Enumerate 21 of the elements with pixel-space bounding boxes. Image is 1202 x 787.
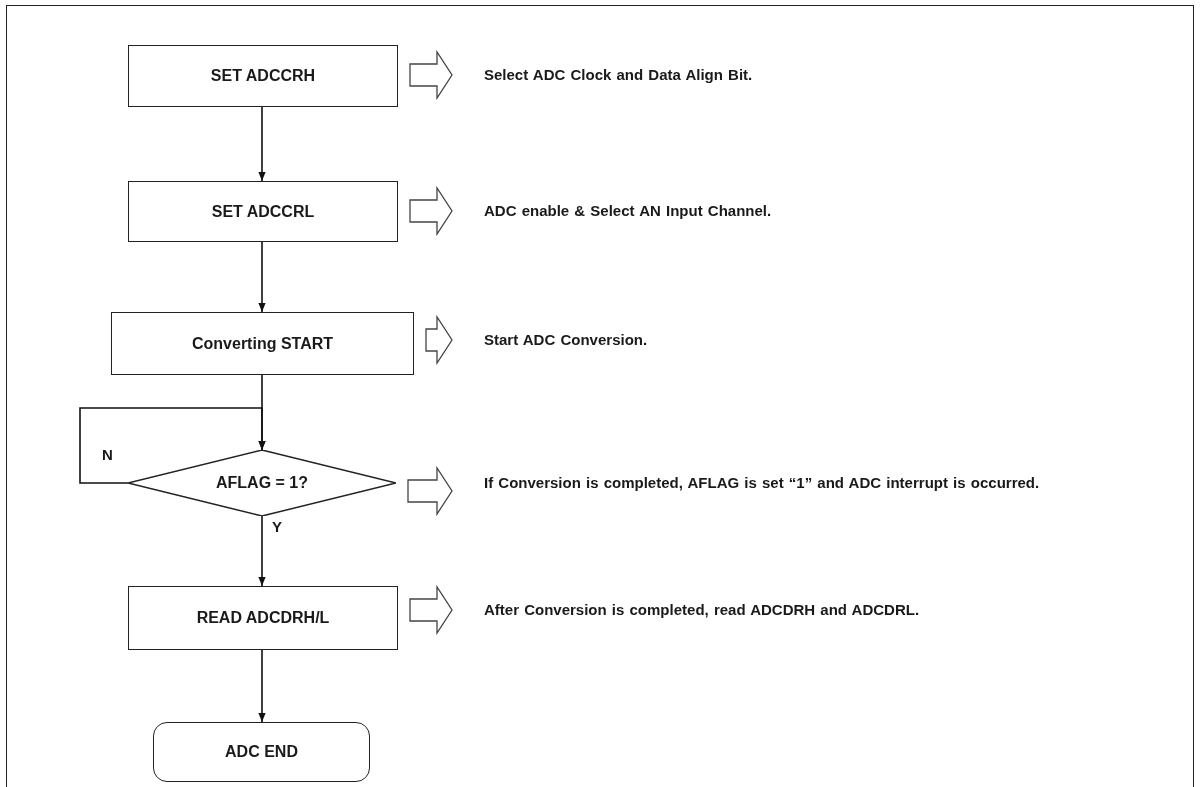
block-arrow — [409, 185, 453, 237]
block-arrow — [409, 49, 453, 101]
description-text: Start ADC Conversion. — [484, 325, 1124, 355]
process-box: READ ADCDRH/L — [128, 586, 398, 650]
process-box: SET ADCCRH — [128, 45, 398, 107]
block-arrow — [407, 465, 453, 517]
description-text: If Conversion is completed, AFLAG is set “1” and ADC interrupt is occurred. — [484, 455, 1074, 511]
arrow — [258, 515, 266, 587]
arrow — [258, 106, 266, 182]
description-text: After Conversion is completed, read ADCDRH and ADCDRL. — [484, 595, 1144, 625]
decision-diamond: AFLAG = 1? — [128, 450, 396, 516]
description-text: ADC enable & Select AN Input Channel. — [484, 196, 1124, 226]
description-text: Select ADC Clock and Data Align Bit. — [484, 60, 1124, 90]
arrow — [258, 649, 266, 723]
block-arrow — [409, 584, 453, 636]
arrow — [79, 407, 266, 484]
arrow — [258, 241, 266, 313]
terminal-box: ADC END — [153, 722, 370, 782]
process-box: SET ADCCRL — [128, 181, 398, 242]
block-arrow — [425, 314, 453, 366]
process-box: Converting START — [111, 312, 414, 375]
